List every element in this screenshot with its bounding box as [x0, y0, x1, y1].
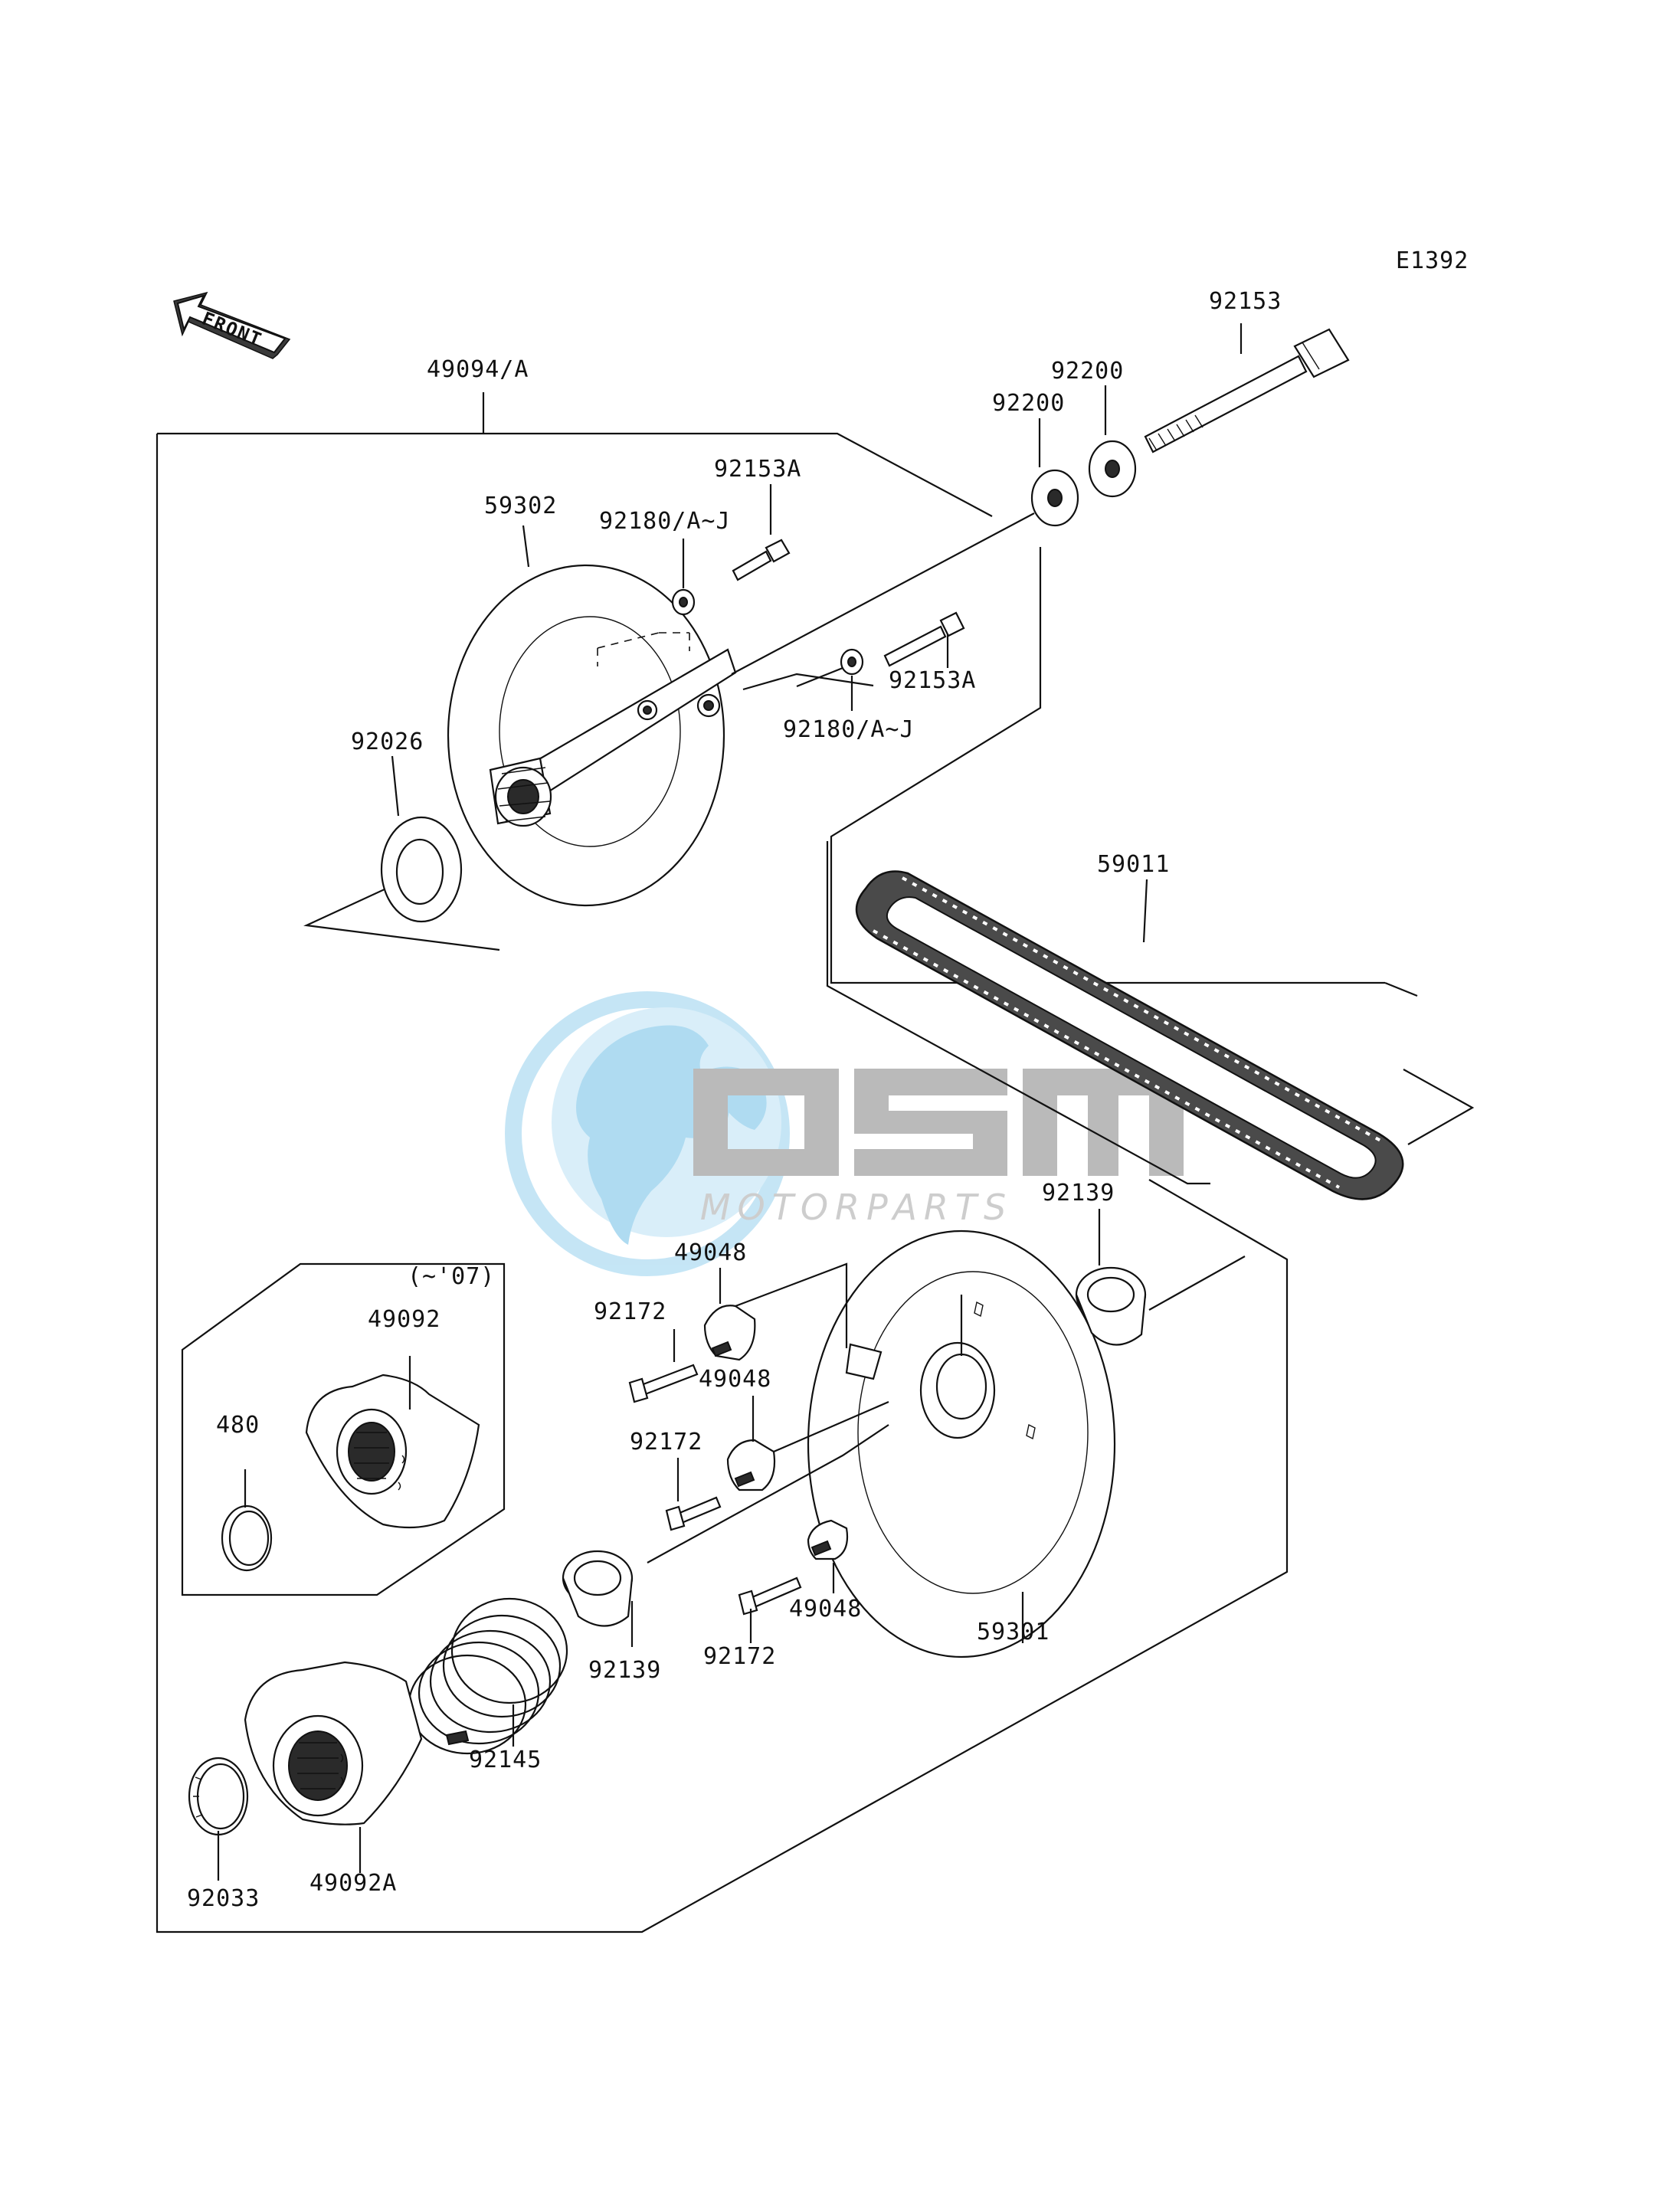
bolt-92153: [1144, 328, 1350, 453]
label-92153A-lower: 92153A: [889, 667, 976, 694]
label-92139-upper: 92139: [1042, 1180, 1115, 1207]
washer-pointer: [303, 879, 500, 951]
bushing-axis-line: [647, 1256, 1246, 1563]
front-arrow-label: FRONT: [199, 308, 266, 352]
label-92200-outer: 92200: [1051, 358, 1124, 385]
watermark-subtitle: MOTORPARTS: [700, 1187, 1013, 1228]
fixed-sheave-59302: [447, 564, 737, 907]
label-59301: 59301: [977, 1619, 1050, 1645]
bushing-92139-lower: [562, 1550, 634, 1627]
variant-box-outline: [181, 1262, 506, 1596]
cam-49092A: [244, 1661, 423, 1825]
front-arrow-icon: FRONT: [173, 291, 291, 359]
label-92172-lower: 92172: [703, 1643, 776, 1670]
label-92033: 92033: [187, 1885, 260, 1912]
watermark: MOTORPARTS: [505, 991, 1184, 1276]
variant-note: (~'07): [408, 1263, 495, 1290]
label-92200-inner: 92200: [992, 390, 1065, 417]
label-59302: 59302: [484, 493, 557, 519]
screw-92172-middle: [665, 1496, 722, 1531]
weight-49048-upper: [703, 1305, 756, 1361]
weight-guide-lines: [735, 1262, 889, 1453]
bolt-92153A-upper: [732, 539, 791, 581]
label-92180-upper: 92180/A~J: [599, 508, 731, 535]
circlip-480: [221, 1505, 273, 1572]
label-49048-middle: 49048: [699, 1366, 771, 1393]
weight-49048-middle: [726, 1439, 776, 1491]
shaft-line: [731, 512, 1035, 691]
shim-92180-lower: [840, 648, 864, 676]
bolt-92153A-lower: [883, 611, 965, 667]
movable-sheave-59301: [807, 1229, 1116, 1658]
weight-49048-lower: [807, 1519, 849, 1560]
circlip-92033: [188, 1757, 249, 1836]
label-92153: 92153: [1209, 288, 1282, 315]
diagram-code: E1392: [1396, 247, 1469, 274]
label-92180-lower: 92180/A~J: [783, 716, 915, 743]
belt-box-outline: [826, 841, 1210, 1185]
label-92153A-upper: 92153A: [714, 456, 801, 483]
watermark-osm-logo: [693, 1069, 1184, 1176]
label-49094A: 49094/A: [427, 356, 529, 383]
screw-92172-lower: [738, 1577, 802, 1616]
label-49048-upper: 49048: [674, 1239, 747, 1266]
drive-belt-59011: [855, 870, 1404, 1200]
shim-92180-upper: [671, 588, 696, 616]
label-92145: 92145: [469, 1747, 542, 1773]
assembly-outline: [157, 432, 1418, 997]
washer-92026: [380, 816, 463, 923]
label-92172-upper: 92172: [594, 1298, 666, 1325]
washer-92200-outer: [1088, 440, 1137, 498]
washer-92200-inner: [1030, 469, 1079, 527]
belt-box-pointer: [1403, 1069, 1475, 1145]
label-49048-lower: 49048: [789, 1596, 862, 1622]
label-92139-lower: 92139: [588, 1657, 661, 1684]
label-92172-middle: 92172: [630, 1429, 702, 1455]
leader-lines: [217, 323, 1243, 1881]
label-49092: 49092: [368, 1306, 440, 1333]
spring-92145: [408, 1597, 568, 1755]
bushing-92139-upper: [1075, 1266, 1147, 1346]
label-49092A: 49092A: [309, 1870, 397, 1897]
part-labels: 49094/A 92153 92200 92200 92153A 59302 9…: [187, 288, 1282, 1912]
label-59011: 59011: [1097, 851, 1170, 878]
label-92026: 92026: [351, 729, 424, 755]
assembly-outline-lower: [156, 434, 1289, 1933]
label-480: 480: [216, 1412, 260, 1439]
screw-92172-upper: [628, 1364, 699, 1403]
cam-49092: [305, 1374, 480, 1529]
